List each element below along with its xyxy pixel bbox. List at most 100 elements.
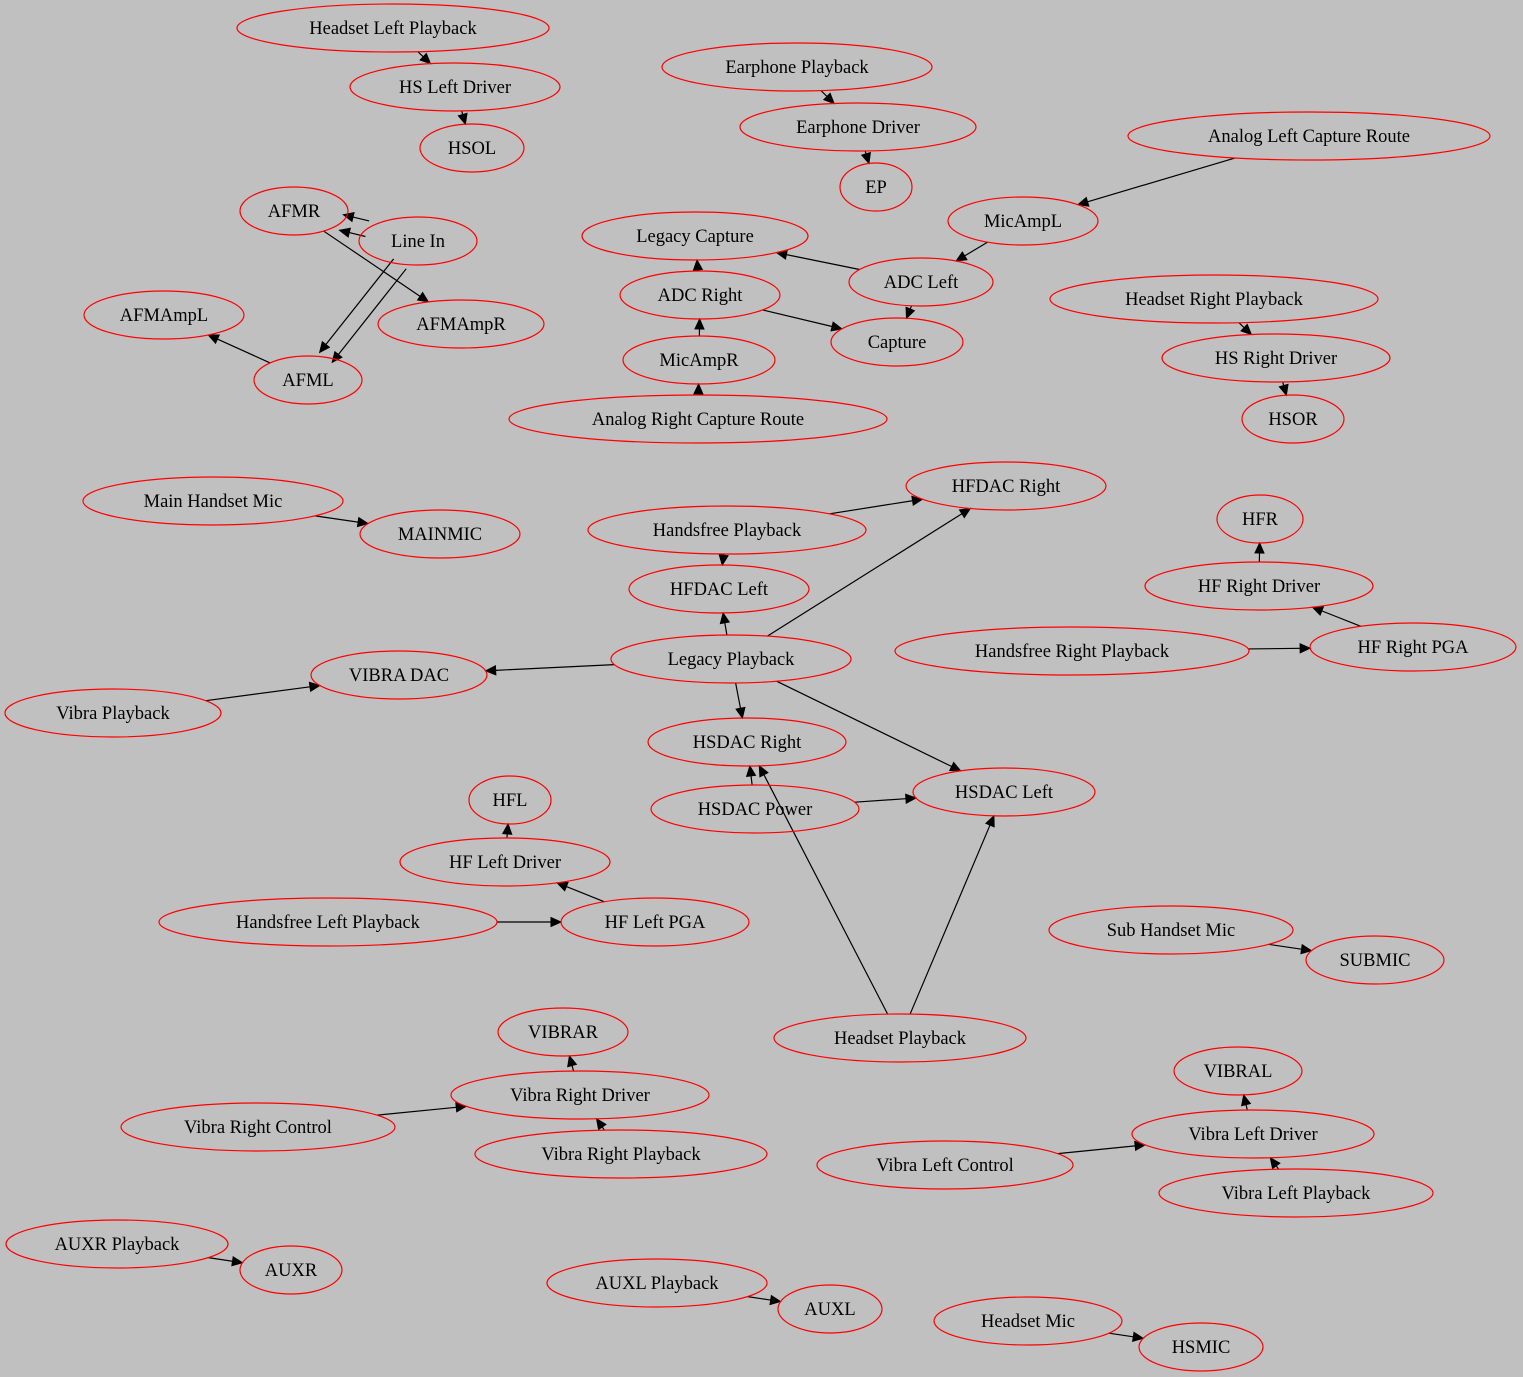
edge-line — [377, 1106, 457, 1116]
edge-handsfree-left-playback-to-hf-left-pga — [497, 916, 563, 928]
edge-legacy-playback-to-hsdac-right — [735, 682, 746, 720]
node-ellipse — [468, 775, 552, 825]
node-label: HF Right Driver — [1198, 577, 1320, 597]
node-hfl: HFL — [468, 775, 552, 825]
edge-micampl-to-adc-left — [955, 241, 988, 262]
node-auxl: AUXL — [777, 1284, 883, 1334]
edge-line — [747, 1296, 771, 1301]
node-ellipse — [358, 216, 478, 266]
node-ellipse — [239, 186, 349, 236]
edge-handsfree-right-playback-to-hf-right-pga — [1248, 643, 1312, 654]
node-ellipse — [1241, 394, 1345, 444]
node-ellipse — [1309, 622, 1517, 672]
edge-line-in-to-afmr — [342, 212, 370, 223]
edge-headset-left-playback-to-hs-left-driver — [417, 51, 432, 65]
node-label: SUBMIC — [1340, 951, 1411, 971]
node-ellipse — [310, 650, 488, 700]
edge-line — [417, 51, 424, 58]
node-legacy-capture: Legacy Capture — [581, 211, 809, 261]
node-label: AUXL Playback — [595, 1274, 719, 1294]
node-micampr: MicAmpR — [622, 335, 776, 385]
node-ellipse — [894, 626, 1250, 676]
edge-adc-right-to-legacy-capture — [692, 258, 704, 272]
arrowhead-icon — [694, 317, 705, 330]
edge-hsdac-power-to-hsdac-left — [854, 793, 918, 804]
node-vibra-left-driver: Vibra Left Driver — [1131, 1109, 1375, 1159]
edge-legacy-playback-to-vibra-dac — [484, 664, 615, 676]
node-hf-left-pga: HF Left PGA — [560, 897, 750, 947]
node-line-in: Line In — [358, 216, 478, 266]
edge-headset-playback-to-hsdac-right — [758, 764, 889, 1015]
arrowhead-icon — [595, 1117, 607, 1131]
node-handsfree-left-playback: Handsfree Left Playback — [158, 897, 498, 947]
edge-hf-left-driver-to-hfl — [501, 822, 513, 839]
node-vibra-left-control: Vibra Left Control — [816, 1140, 1074, 1190]
node-earphone-driver: Earphone Driver — [739, 102, 977, 152]
node-hf-right-pga: HF Right PGA — [1309, 622, 1517, 672]
edge-line — [208, 1257, 233, 1262]
node-ellipse — [912, 767, 1096, 817]
node-ellipse — [622, 335, 776, 385]
edge-line — [909, 824, 991, 1015]
node-hs-right-driver: HS Right Driver — [1161, 333, 1391, 383]
node-ellipse — [474, 1129, 768, 1179]
arrowhead-icon — [567, 1054, 578, 1068]
node-ellipse — [905, 461, 1107, 511]
node-ellipse — [349, 62, 561, 112]
edge-line — [325, 258, 395, 345]
node-main-handset-mic: Main Handset Mic — [82, 476, 344, 526]
node-hs-left-driver: HS Left Driver — [349, 62, 561, 112]
node-label: MAINMIC — [398, 525, 482, 545]
edge-line — [217, 338, 271, 364]
arrowhead-icon — [318, 340, 331, 354]
node-label: Handsfree Playback — [653, 521, 802, 541]
node-label: Vibra Right Control — [184, 1118, 332, 1138]
node-label: HF Right PGA — [1357, 638, 1469, 658]
edge-line — [337, 268, 407, 355]
arrowhead-icon — [905, 306, 916, 320]
node-ellipse — [1048, 905, 1294, 955]
edge-analog-left-capture-route-to-micampl — [1076, 157, 1236, 207]
edge-legacy-playback-to-hfdac-right — [767, 507, 972, 637]
node-label: Headset Mic — [981, 1312, 1075, 1332]
node-label: VIBRAL — [1204, 1062, 1273, 1082]
arrowhead-icon — [501, 822, 513, 835]
node-afml: AFML — [253, 355, 363, 405]
edge-hs-right-driver-to-hsor — [1278, 381, 1289, 397]
arrowhead-icon — [1299, 643, 1312, 654]
node-ellipse — [83, 290, 245, 340]
node-label: Handsfree Right Playback — [975, 642, 1170, 662]
node-label: Analog Right Capture Route — [592, 410, 804, 430]
node-label: AUXR — [265, 1261, 318, 1281]
edge-headset-right-playback-to-hs-right-driver — [1238, 322, 1253, 336]
node-ellipse — [777, 1284, 883, 1334]
edge-auxr-playback-to-auxr — [208, 1255, 244, 1267]
node-label: HF Left Driver — [449, 853, 561, 873]
node-headset-right-playback: Headset Right Playback — [1049, 274, 1379, 324]
arrowhead-icon — [735, 706, 746, 720]
node-hsol: HSOL — [419, 123, 525, 173]
node-label: Headset Left Playback — [309, 19, 477, 39]
node-label: Vibra Left Control — [876, 1156, 1014, 1176]
node-hsdac-right: HSDAC Right — [647, 717, 847, 767]
arrowhead-icon — [830, 321, 844, 332]
arrowhead-icon — [1132, 1331, 1145, 1342]
node-label: MicAmpR — [659, 351, 739, 371]
edge-hf-right-driver-to-hfr — [1254, 541, 1265, 563]
edge-adc-left-to-capture — [905, 305, 916, 320]
node-ellipse — [619, 270, 781, 320]
node-ellipse — [253, 355, 363, 405]
node-analog-left-capture-route: Analog Left Capture Route — [1127, 111, 1491, 161]
node-label: Legacy Playback — [668, 650, 796, 670]
arrowhead-icon — [416, 291, 430, 303]
edge-line — [205, 686, 311, 702]
node-label: Vibra Playback — [56, 704, 170, 724]
edge-adc-right-to-capture — [762, 309, 844, 332]
edge-vibra-left-control-to-vibra-left-driver — [1057, 1140, 1147, 1155]
node-submic: SUBMIC — [1305, 935, 1445, 985]
node-vibral: VIBRAL — [1173, 1046, 1303, 1096]
node-analog-right-capture-route: Analog Right Capture Route — [508, 394, 888, 444]
node-mainmic: MAINMIC — [359, 509, 521, 559]
node-label: HSDAC Right — [693, 733, 802, 753]
node-ellipse — [1127, 111, 1491, 161]
